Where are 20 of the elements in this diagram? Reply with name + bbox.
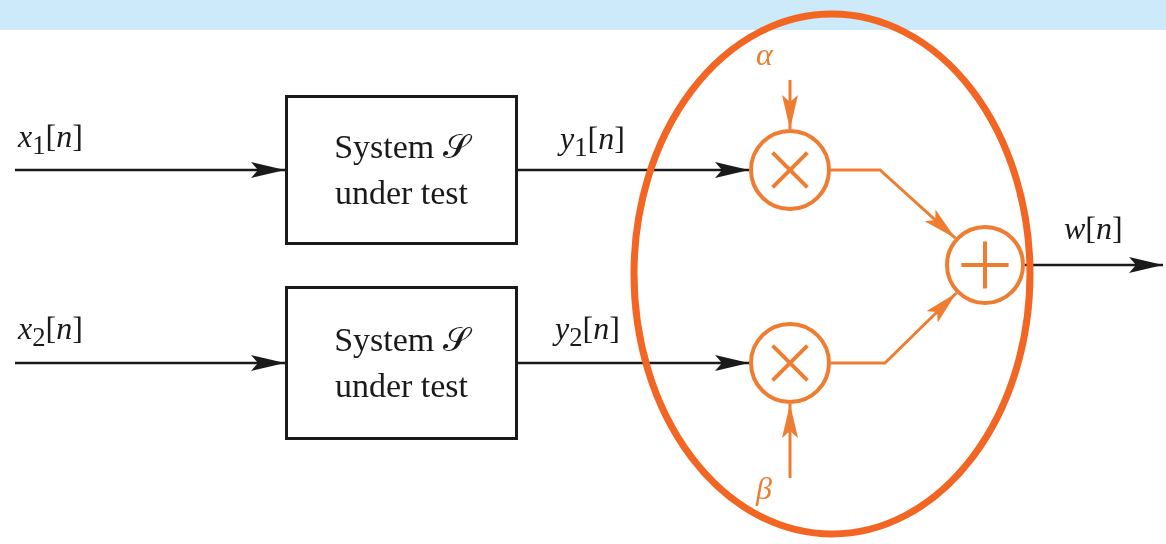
edge-label: x$_{2}$[n] — [18, 310, 83, 354]
edge-label: β — [756, 470, 772, 507]
multiplier-symbol — [749, 322, 831, 404]
arrow — [15, 355, 285, 371]
edge-label: x$_{1}$[n] — [18, 118, 83, 162]
process-box: System 𝒮 under test — [285, 286, 518, 440]
arrow — [782, 404, 798, 478]
adder-symbol — [945, 225, 1025, 305]
edge-label: w[n] — [1064, 210, 1123, 247]
arrow — [15, 162, 285, 178]
arrow — [1025, 257, 1163, 273]
arrow — [518, 355, 749, 371]
process-box: System 𝒮 under test — [285, 95, 518, 245]
edge-label: α — [756, 36, 773, 73]
highlight-ellipse — [630, 10, 1034, 538]
multiplier-symbol — [749, 129, 831, 211]
arrow — [831, 168, 957, 240]
arrow — [782, 80, 798, 129]
arrow — [518, 162, 749, 178]
arrow — [831, 291, 958, 365]
